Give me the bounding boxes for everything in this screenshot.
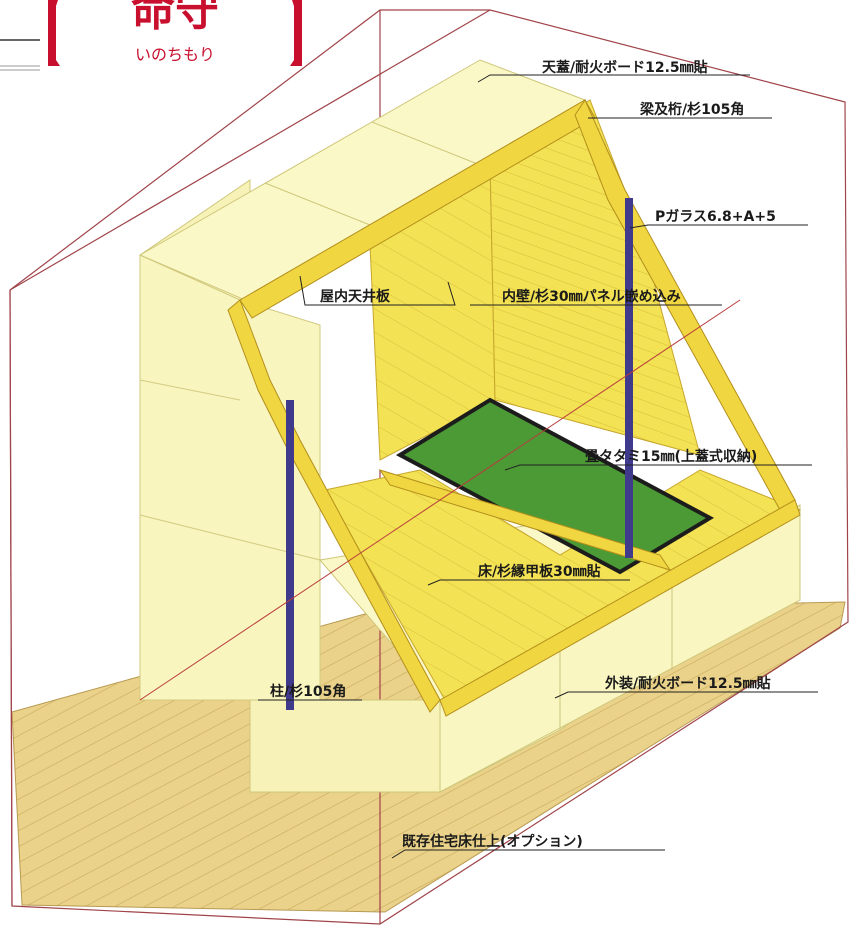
label-floor-text: 床/杉縁甲板30㎜貼 [478,563,601,580]
label-ceiling: 天蓋/耐火ボード12.5㎜貼 [477,59,750,83]
label-column: 柱/杉105角 [258,683,362,701]
label-ceiling-text: 天蓋/耐火ボード12.5㎜貼 [542,59,708,76]
diagonal-line [139,299,741,701]
label-existing-floor: 既存住宅床仕上(オプション) [391,833,665,859]
label-beam: 梁及桁/杉105角 [588,101,772,119]
label-inner-wall-text: 内壁/杉30㎜パネル嵌め込み [502,288,681,305]
logo-bracket-left [48,0,60,66]
label-column-text: 柱/杉105角 [270,683,346,700]
label-exterior: 外装/耐火ボード12.5㎜貼 [554,675,818,699]
left-side-wall [139,254,321,701]
label-glass: Pガラス6.8+A+5 [629,209,808,229]
column-post-right [625,198,633,558]
label-exterior-text: 外装/耐火ボード12.5㎜貼 [605,675,771,692]
label-inner-wall: 内壁/杉30㎜パネル嵌め込み [470,288,722,306]
logo-kanji: 命守 [131,0,219,36]
label-tatami: 畳タタミ15㎜(上蓋式収納) [504,448,812,471]
label-tatami-text: 畳タタミ15㎜(上蓋式収納) [585,448,757,465]
label-indoor-ceiling-text: 屋内天井板 [320,288,391,305]
label-beam-text: 梁及桁/杉105角 [639,101,744,118]
label-indoor-ceiling: 屋内天井板 [299,275,456,306]
logo-bracket-right [290,0,302,66]
label-glass-text: Pガラス6.8+A+5 [655,209,776,225]
logo-kana: いのちもり [135,45,215,64]
label-existing-floor-text: 既存住宅床仕上(オプション) [402,833,583,850]
label-floor: 床/杉縁甲板30㎜貼 [427,563,630,586]
column-post-left [286,400,294,710]
logo: 命守 いのちもり [0,0,302,71]
